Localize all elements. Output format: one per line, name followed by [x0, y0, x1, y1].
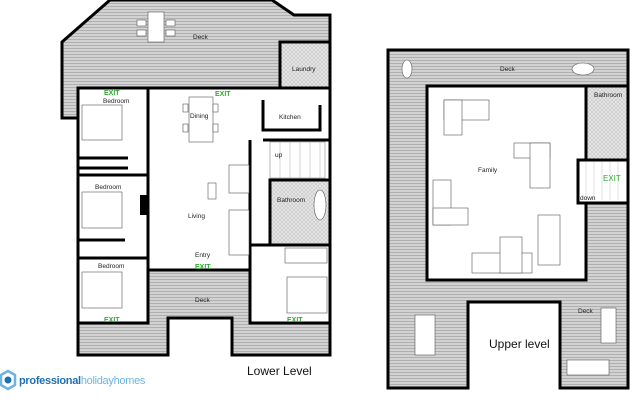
- label-entry: Entry: [195, 252, 211, 259]
- exit-upper: EXIT: [603, 174, 621, 183]
- label-stairs-up: up: [275, 152, 283, 159]
- upper-level-title: Upper level: [489, 337, 550, 351]
- laundry-room: [278, 40, 332, 90]
- label-bedroom-3: Bedroom: [98, 263, 124, 270]
- dining-table: [182, 96, 219, 143]
- beds: [81, 104, 328, 314]
- exit-bedroom-4: EXIT: [287, 317, 303, 324]
- lower-level-title: Lower Level: [247, 364, 312, 378]
- exit-bedroom-3: EXIT: [104, 317, 120, 324]
- exit-entry: EXIT: [195, 264, 211, 271]
- label-deck-bottom: Deck: [195, 297, 211, 304]
- logo-text-bold: professional: [19, 375, 81, 387]
- upper-level-plan: Deck Bathroom Family down EXIT Deck Uppe…: [386, 48, 630, 390]
- label-laundry: Laundry: [292, 66, 316, 73]
- label-deck-top: Deck: [193, 34, 209, 41]
- label-upper-deck-top: Deck: [500, 66, 516, 73]
- label-kitchen: Kitchen: [279, 114, 301, 121]
- label-upper-deck-right: Deck: [578, 308, 594, 315]
- logo-text-light: holidayhomes: [80, 375, 146, 387]
- label-bathroom: Bathroom: [277, 197, 305, 204]
- fireplace: [140, 195, 148, 215]
- label-upper-bathroom: Bathroom: [594, 92, 622, 99]
- upper-furniture: [401, 59, 617, 376]
- lower-level-plan: Deck Laundry Bedroom Dining Kitchen up B…: [60, 0, 332, 378]
- bathtub: [313, 189, 327, 221]
- exit-dining: EXIT: [215, 91, 231, 98]
- stairs-upper: [576, 158, 630, 205]
- exit-bedroom-1: EXIT: [104, 90, 120, 97]
- label-living: Living: [188, 213, 205, 220]
- label-stairs-down: down: [580, 195, 596, 202]
- label-family: Family: [478, 167, 498, 174]
- bathroom-upper: [584, 84, 630, 162]
- label-bedroom-1: Bedroom: [103, 98, 129, 105]
- sofas: [207, 164, 250, 256]
- label-dining: Dining: [190, 113, 209, 120]
- logo-text: professionalholidayhomes: [19, 375, 145, 387]
- stairs-lower: [269, 141, 326, 179]
- label-bedroom-2: Bedroom: [95, 184, 121, 191]
- deck-table: [136, 11, 176, 43]
- logo-hexagon-icon: [0, 369, 17, 391]
